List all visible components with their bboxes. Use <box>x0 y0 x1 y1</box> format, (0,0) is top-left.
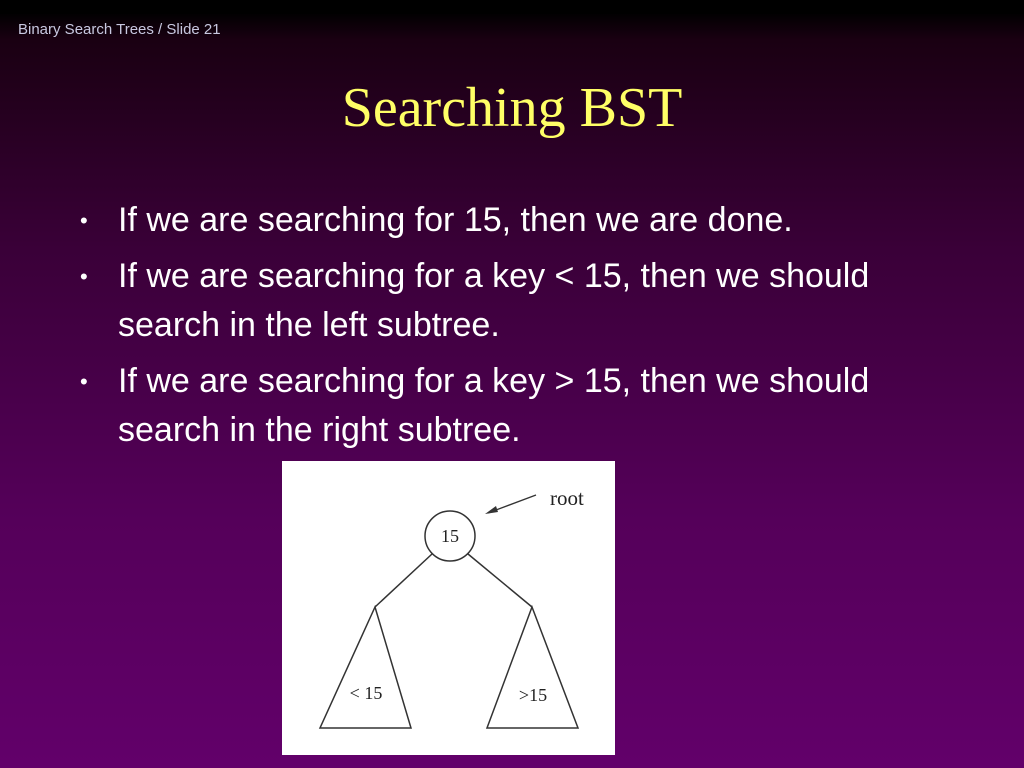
arrow-head-icon <box>485 506 498 514</box>
top-strip <box>0 0 1024 14</box>
bullet-dot-icon: • <box>80 208 88 233</box>
bullet-dot-icon: • <box>80 369 88 394</box>
root-label: root <box>550 486 584 510</box>
right-subtree-label: >15 <box>519 685 547 705</box>
slide-header-label: Binary Search Trees / Slide 21 <box>18 21 221 38</box>
right-edge <box>467 553 533 608</box>
left-subtree-label: < 15 <box>350 683 383 703</box>
bullet-item: • If we are searching for a key < 15, th… <box>80 252 960 350</box>
bst-diagram-svg: root 15 < 15 >15 <box>318 486 584 729</box>
left-subtree <box>318 604 413 729</box>
right-subtree <box>485 604 580 729</box>
bullet-item: • If we are searching for a key > 15, th… <box>80 357 960 455</box>
left-edge <box>374 553 433 608</box>
bullet-text: If we are searching for 15, then we are … <box>118 201 793 239</box>
slide-title: Searching BST <box>341 77 683 139</box>
root-node <box>424 510 476 562</box>
bullet-list: • If we are searching for 15, then we ar… <box>80 196 960 462</box>
bullet-dot-icon: • <box>80 264 88 289</box>
bullet-text: If we are searching for a key < 15, then… <box>118 257 870 344</box>
bullet-item: • If we are searching for 15, then we ar… <box>80 196 960 245</box>
bullet-text: If we are searching for a key > 15, then… <box>118 362 870 449</box>
bst-diagram: root 15 < 15 >15 <box>282 461 615 755</box>
root-value: 15 <box>441 526 459 546</box>
